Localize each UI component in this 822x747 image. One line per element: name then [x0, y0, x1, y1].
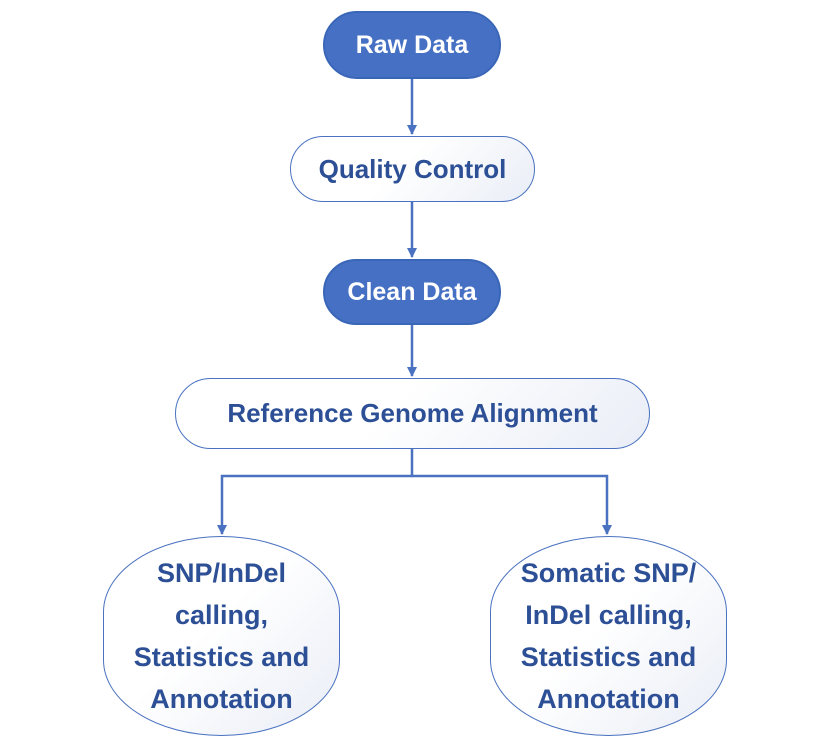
- snp-indel-calling-label: SNP/InDel calling, Statistics and Annota…: [134, 552, 310, 720]
- right-line: InDel calling,: [525, 600, 692, 630]
- clean-data-node: Clean Data: [323, 259, 501, 325]
- snp-indel-calling-node: SNP/InDel calling, Statistics and Annota…: [103, 536, 340, 736]
- quality-control-node: Quality Control: [290, 136, 535, 202]
- connector-ref-branch: [217, 449, 414, 535]
- reference-alignment-node: Reference Genome Alignment: [175, 378, 650, 449]
- right-line: Annotation: [537, 684, 680, 714]
- raw-data-node: Raw Data: [323, 11, 501, 79]
- reference-alignment-label: Reference Genome Alignment: [227, 398, 598, 428]
- left-line: SNP/InDel: [156, 558, 287, 588]
- clean-data-label: Clean Data: [347, 277, 477, 306]
- somatic-snp-indel-calling-node: Somatic SNP/ InDel calling, Statistics a…: [490, 536, 727, 736]
- right-line: Statistics and: [520, 642, 697, 672]
- somatic-snp-indel-calling-label: Somatic SNP/ InDel calling, Statistics a…: [521, 552, 697, 720]
- connector-ref-branch-right: [412, 474, 612, 535]
- raw-data-label: Raw Data: [355, 30, 469, 59]
- left-line: calling,: [174, 600, 269, 630]
- quality-control-label: Quality Control: [318, 153, 507, 184]
- right-line: Somatic SNP/: [520, 558, 697, 588]
- left-line: Annotation: [150, 684, 293, 714]
- left-line: Statistics and: [133, 642, 310, 672]
